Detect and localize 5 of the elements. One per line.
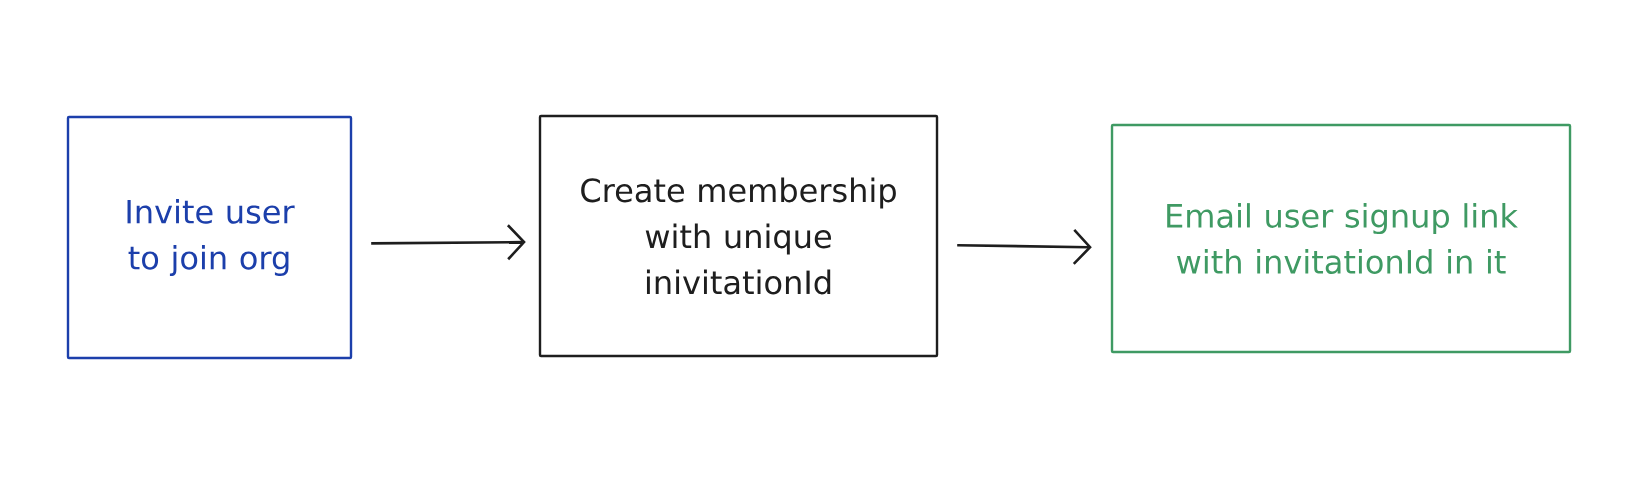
process-box: Create membership with unique inivitationId	[538, 114, 939, 358]
process-box: Email user signup link with invitationId in it	[1110, 123, 1572, 354]
arrow	[957, 229, 1092, 265]
arrow	[371, 224, 526, 261]
process-box: Invite user to join org	[66, 115, 353, 360]
